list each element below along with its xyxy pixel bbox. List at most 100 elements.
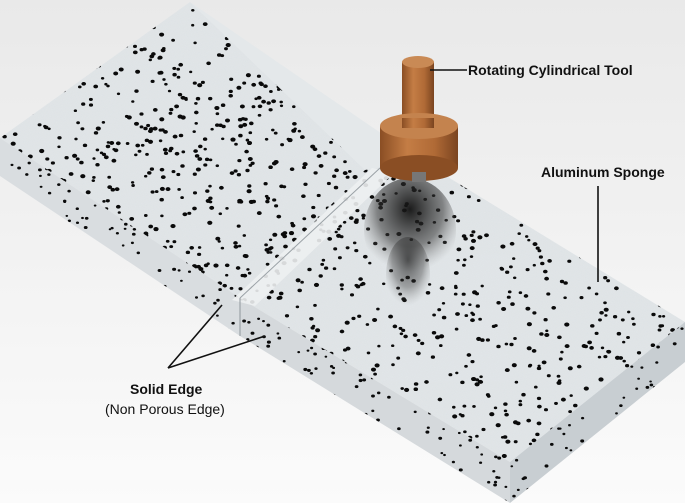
pore <box>536 421 542 426</box>
pore <box>172 72 177 77</box>
pore <box>354 385 359 389</box>
pore <box>310 214 317 219</box>
pore <box>174 104 180 109</box>
pore <box>461 234 467 238</box>
pore <box>81 216 84 220</box>
pore <box>47 127 51 131</box>
pore <box>202 137 208 141</box>
pore <box>124 222 128 226</box>
pore <box>657 328 662 332</box>
pore <box>471 230 476 234</box>
pore <box>589 346 594 350</box>
pore <box>313 171 318 175</box>
pore <box>463 430 467 434</box>
tool-shoulder-bottom <box>380 155 458 181</box>
pore <box>480 284 484 288</box>
pore <box>440 452 444 455</box>
pore <box>470 359 475 364</box>
pore <box>152 108 158 112</box>
pore <box>456 219 461 223</box>
pore <box>174 151 180 156</box>
pore <box>290 223 296 228</box>
pore <box>518 291 523 295</box>
pore <box>80 127 85 131</box>
pore <box>528 363 533 367</box>
pore <box>549 442 554 446</box>
pore <box>470 318 475 323</box>
pore <box>134 89 139 93</box>
pore <box>37 123 42 127</box>
pore <box>598 318 602 322</box>
pore <box>88 103 94 107</box>
pore <box>438 436 443 440</box>
pore <box>10 141 16 146</box>
pore <box>139 112 144 116</box>
pore <box>215 164 220 168</box>
pore <box>599 311 604 315</box>
pore <box>315 328 321 333</box>
pore <box>115 232 119 235</box>
pore <box>533 385 538 389</box>
pore <box>109 141 115 145</box>
pore <box>371 409 375 413</box>
pore <box>172 267 177 271</box>
pore <box>206 61 211 66</box>
pore <box>630 365 634 368</box>
pore <box>313 282 320 287</box>
pore <box>269 251 273 254</box>
pore <box>456 258 460 262</box>
pore <box>176 75 181 79</box>
pore <box>106 141 110 144</box>
pore <box>256 95 262 100</box>
pore <box>197 252 202 257</box>
pore <box>256 211 262 216</box>
pore <box>556 374 561 378</box>
pore <box>441 301 446 305</box>
pore <box>480 453 484 456</box>
pore <box>430 355 436 359</box>
pore <box>489 412 495 417</box>
pore <box>171 170 176 174</box>
pore <box>76 121 80 125</box>
pore <box>215 112 220 116</box>
pore <box>372 317 378 323</box>
pore <box>266 323 271 327</box>
pore <box>392 324 398 329</box>
pore <box>404 387 410 392</box>
pore <box>266 295 272 300</box>
pore <box>224 118 231 123</box>
pore <box>200 80 205 84</box>
pore <box>564 322 570 327</box>
pore <box>543 318 548 322</box>
pore <box>457 431 461 435</box>
pore <box>532 311 537 315</box>
pore <box>557 427 561 430</box>
pore <box>236 85 242 90</box>
pore <box>219 185 224 190</box>
pore <box>198 144 203 149</box>
pore <box>209 205 215 210</box>
plate-front-face-left <box>0 138 240 336</box>
leader-lines <box>167 69 599 369</box>
pore <box>251 199 256 204</box>
pore <box>239 104 245 109</box>
pore <box>195 167 201 172</box>
pore <box>452 405 456 409</box>
pore <box>134 153 138 157</box>
pore <box>137 149 142 153</box>
pore <box>39 185 43 188</box>
pore <box>442 428 445 431</box>
pore <box>202 22 208 27</box>
pore <box>159 167 165 172</box>
pore <box>551 305 557 310</box>
pore <box>114 187 120 192</box>
pore <box>493 480 498 484</box>
pore <box>228 94 233 98</box>
pore <box>243 117 248 121</box>
pore <box>157 56 162 60</box>
pore <box>365 323 370 326</box>
pore <box>388 314 394 319</box>
pore <box>466 195 471 199</box>
pore <box>306 368 311 372</box>
pore <box>10 163 14 167</box>
